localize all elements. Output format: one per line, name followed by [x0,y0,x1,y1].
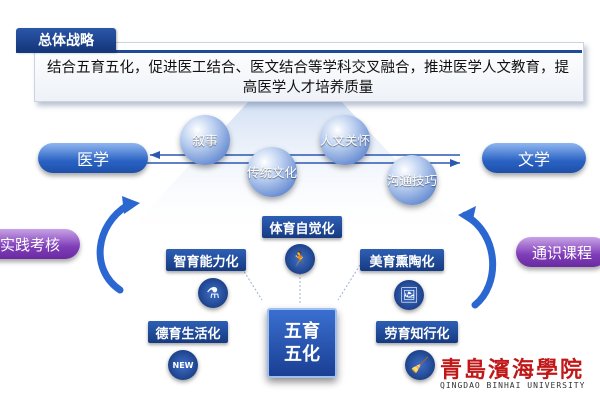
summary-text: 结合五育五化，促进医工结合、医文结合等学科交叉融合，推进医学人文教育，提高医学人… [47,60,569,96]
general-courses-pill: 通识课程 [516,237,600,267]
bubble-narrative: 叙事 [180,115,230,165]
right-curve-arrow [461,211,497,309]
new-badge-icon: NEW [168,350,198,380]
medicine-pill: 医学 [38,143,148,173]
picture-icon: 🖼 [394,280,424,310]
center-label: 五育五化 [284,321,320,365]
literature-pill: 文学 [482,143,586,173]
practice-assessment-pill: 实践考核 [0,229,80,259]
node-physical-education: 体育自觉化 [262,216,342,238]
strategy-title: 总体战略 [16,28,116,52]
node-intellectual-education: 智育能力化 [166,249,246,271]
bubble-traditional-culture: 传统文化 [247,147,297,197]
title-bar [16,50,582,53]
node-moral-education: 德育生活化 [148,321,228,343]
center-five-educations: 五育五化 [267,308,337,378]
left-curve-arrow [96,201,132,294]
bubble-communication-skills: 沟通技巧 [387,155,437,205]
university-logo-en: QINGDAO BINHAI UNIVERSITY [440,381,586,390]
university-logo-cn: 青島濱海學院 [440,357,585,383]
flask-icon: ⚗ [198,278,228,308]
node-labor-education: 劳育知行化 [376,321,458,343]
bubble-humanistic-care: 人文关怀 [320,115,370,165]
worker-icon: 🧹 [405,350,435,380]
node-aesthetic-education: 美育熏陶化 [360,249,444,271]
runner-icon: 🏃 [285,244,315,274]
